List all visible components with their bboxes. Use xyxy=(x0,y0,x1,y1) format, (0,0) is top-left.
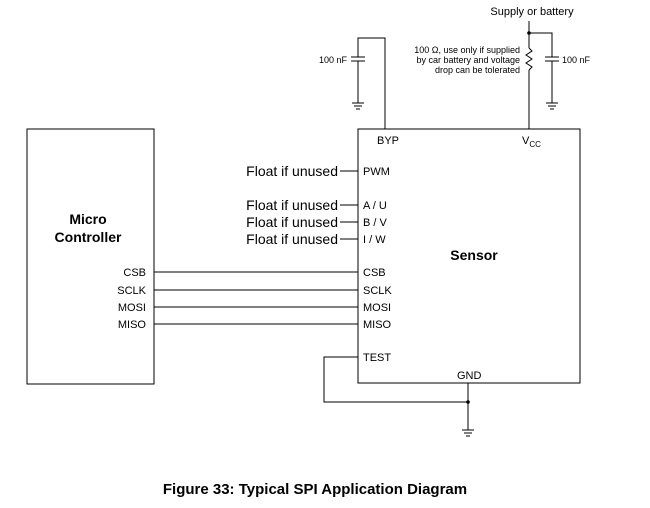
vcc-cap-wire xyxy=(529,32,553,57)
supply-label: Supply or battery xyxy=(490,6,574,18)
micro-pin-mosi: MOSI xyxy=(118,302,146,314)
micro-pin-miso: MISO xyxy=(118,319,147,331)
micro-controller-box xyxy=(26,128,155,385)
supply-junction-dot xyxy=(527,31,531,35)
vcc-cap-label: 100 nF xyxy=(562,55,591,65)
sensor-box xyxy=(357,128,581,384)
micro-pin-csb: CSB xyxy=(123,267,146,279)
byp-wire xyxy=(357,37,386,129)
sensor-pin-vcc-sub: CC xyxy=(529,140,541,149)
sensor-pin-gnd: GND xyxy=(457,370,482,382)
sensor-pin-mosi: MOSI xyxy=(363,302,391,314)
sensor-pin-a: A / U xyxy=(363,200,387,212)
float-note-b: Float if unused xyxy=(246,214,338,230)
float-note-pwm: Float if unused xyxy=(246,163,338,179)
sensor-pin-vcc-main: V xyxy=(522,135,530,147)
bypass-cap-label: 100 nF xyxy=(319,55,348,65)
sensor-pin-sclk: SCLK xyxy=(363,285,392,297)
resistor-note-line-2: by car battery and voltage xyxy=(416,55,520,65)
sensor-pin-vcc: VCC xyxy=(522,135,541,149)
resistor-note-line-1: 100 Ω, use only if supplied xyxy=(414,45,520,55)
micro-pin-sclk: SCLK xyxy=(117,285,146,297)
sensor-pin-byp: BYP xyxy=(377,135,399,147)
float-note-a: Float if unused xyxy=(246,197,338,213)
sensor-pin-pwm: PWM xyxy=(363,166,390,178)
resistor-note-line-3: drop can be tolerated xyxy=(435,65,520,75)
series-resistor xyxy=(525,47,533,71)
sensor-title: Sensor xyxy=(450,247,498,263)
sensor-pin-b: B / V xyxy=(363,217,388,229)
float-note-i: Float if unused xyxy=(246,231,338,247)
sensor-pin-i: I / W xyxy=(363,234,386,246)
sensor-pin-test: TEST xyxy=(363,352,391,364)
figure-caption: Figure 33: Typical SPI Application Diagr… xyxy=(163,481,467,498)
ground-junction-dot xyxy=(466,400,470,404)
micro-title-line-2: Controller xyxy=(55,229,122,245)
sensor-pin-miso: MISO xyxy=(363,319,392,331)
test-ground-wire xyxy=(323,356,468,403)
micro-title-line-1: Micro xyxy=(69,211,106,227)
sensor-pin-csb: CSB xyxy=(363,267,386,279)
